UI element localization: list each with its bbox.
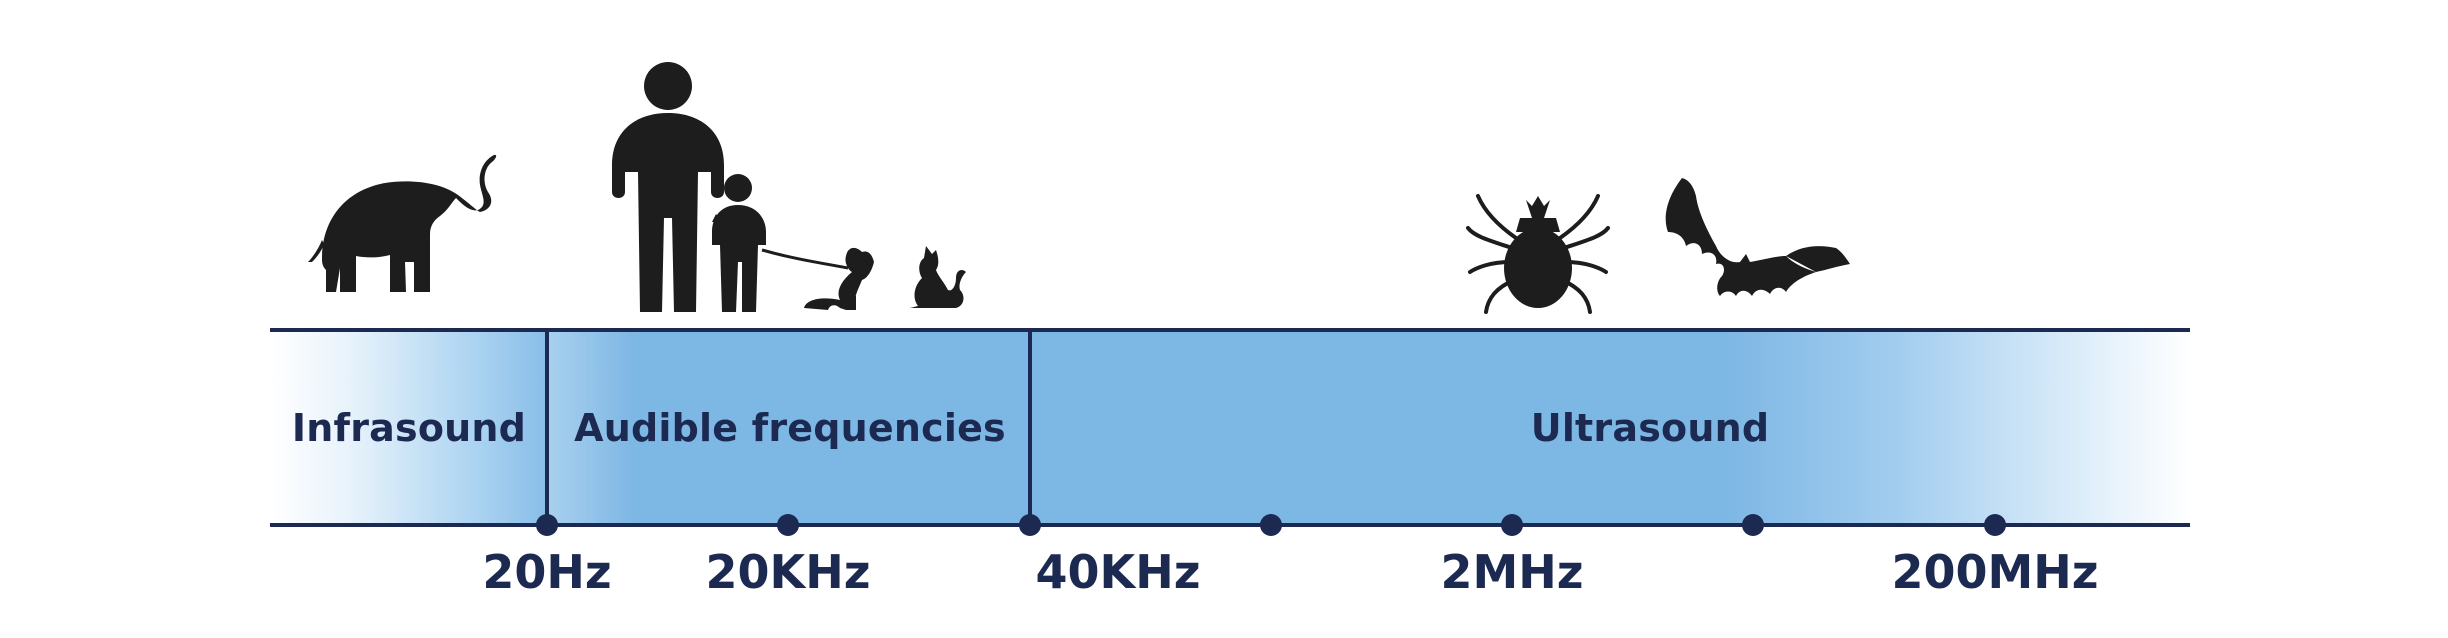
tick-label-200mhz: 200MHz bbox=[1891, 545, 2099, 599]
ultrasound-band bbox=[1028, 330, 2190, 525]
audible-band bbox=[548, 330, 1028, 525]
child-icon bbox=[712, 174, 766, 312]
infrasound-label: Infrasound bbox=[291, 405, 527, 450]
infrasound-band bbox=[270, 330, 548, 525]
adult-icon bbox=[612, 62, 724, 312]
tick-dot bbox=[1984, 514, 2006, 536]
bat-icon bbox=[1665, 178, 1850, 296]
tick-dot bbox=[1742, 514, 1764, 536]
tick-dot bbox=[536, 514, 558, 536]
leash-line bbox=[761, 248, 849, 270]
tick-label-20khz: 20KHz bbox=[705, 545, 871, 599]
tick-label-40khz: 40KHz bbox=[1035, 545, 1201, 599]
dog-icon bbox=[804, 247, 874, 310]
tick-label-2mhz: 2MHz bbox=[1440, 545, 1584, 599]
elephant-icon bbox=[308, 154, 497, 292]
ultrasound-label: Ultrasound bbox=[1530, 405, 1770, 450]
tick-dot bbox=[1019, 514, 1041, 536]
tick-icon bbox=[1466, 194, 1610, 314]
tick-label-20hz: 20Hz bbox=[482, 545, 612, 599]
tick-dot bbox=[777, 514, 799, 536]
cat-icon bbox=[910, 246, 966, 308]
audible-frequencies-label: Audible frequencies bbox=[574, 405, 1006, 450]
tick-dot bbox=[1501, 514, 1523, 536]
tick-dot bbox=[1260, 514, 1282, 536]
